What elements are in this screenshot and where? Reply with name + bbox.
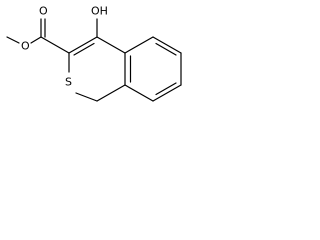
bond-benzene-2-inner	[155, 42, 177, 56]
bond-benzene-1	[124, 36, 154, 54]
molecule-drawing: OH S O O	[6, 5, 182, 102]
ester-oxygen-label: O	[21, 40, 30, 53]
bond-s-ch2	[75, 92, 98, 102]
bond-benzene-4-inner	[155, 82, 177, 96]
bond-benzene-4	[152, 84, 182, 102]
structure-diagram: OH S O O	[0, 0, 219, 132]
bond-c4-c3-inner	[73, 42, 95, 56]
hydroxyl-label: OH	[91, 5, 108, 18]
bond-c4-c3	[68, 36, 98, 54]
carbonyl-oxygen-label: O	[39, 5, 48, 18]
bond-carbonyl-ester-o	[30, 36, 42, 44]
bond-ester-o-methyl	[6, 36, 20, 44]
bond-ch2-c8a	[96, 84, 126, 102]
bond-c4a-c4	[96, 36, 126, 54]
sulfur-label: S	[65, 76, 72, 89]
bond-c3-carbonyl	[40, 36, 70, 54]
bond-benzene-2	[152, 36, 182, 54]
bond-benzene-5	[124, 84, 154, 102]
